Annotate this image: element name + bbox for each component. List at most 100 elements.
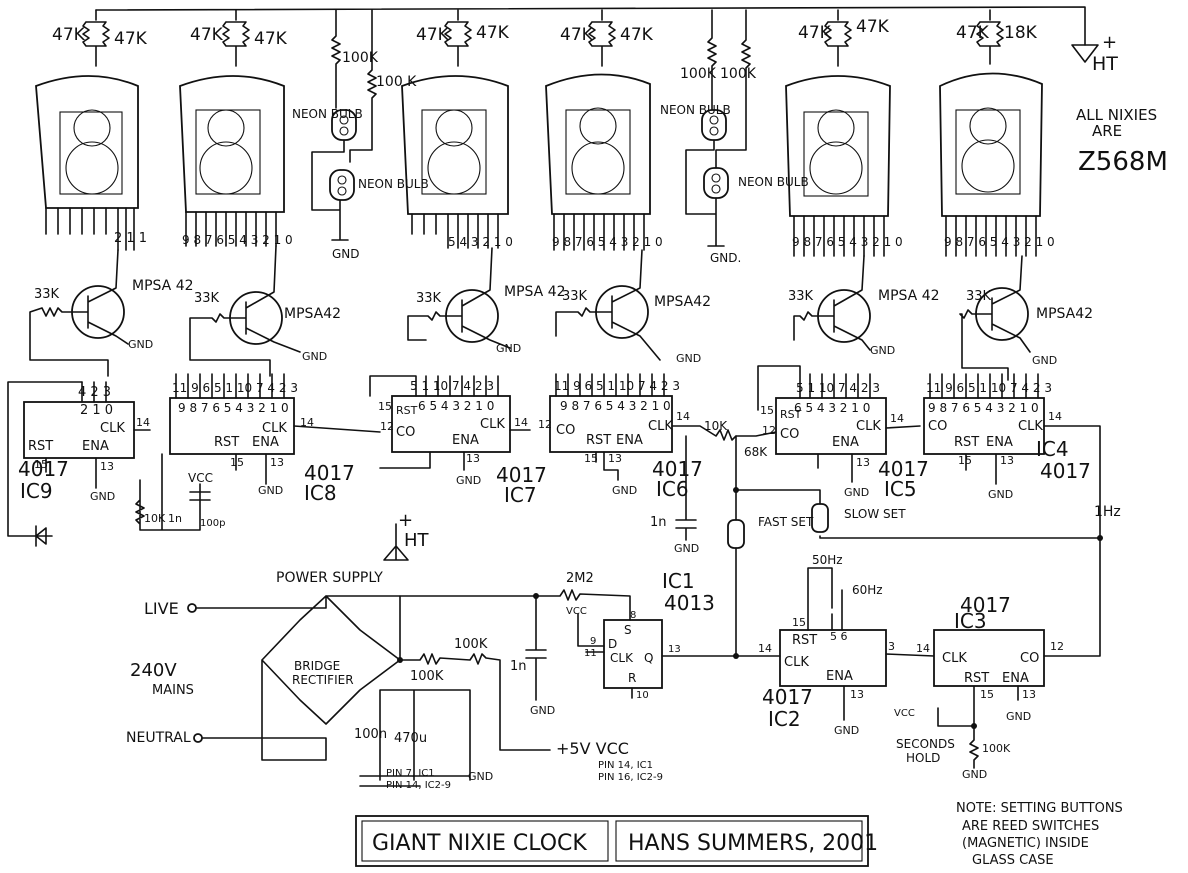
transistor3-gnd: GND — [496, 342, 521, 355]
ic7-p14: 14 — [514, 416, 528, 429]
fast-set-label: FAST SET — [758, 515, 814, 529]
ic2-type: 4017 — [762, 685, 813, 709]
tube5-pins: 9 8 7 6 5 4 3 2 1 0 — [792, 235, 903, 249]
ic1-4013: 2M2 1n GND VCC S D CLK Q R 8 9 11 13 10 … — [399, 569, 737, 717]
tube4-pins: 9 8 7 6 5 4 3 2 1 0 — [552, 235, 663, 249]
ic6-gnd: GND — [612, 484, 637, 497]
counter-ic6: 11 9 6 5 1 10 7 4 2 3 9 8 7 6 5 4 3 2 1 … — [538, 373, 777, 555]
ic6-p14: 14 — [676, 410, 690, 423]
transistor5-base: 33K — [788, 289, 814, 304]
transistor2-base: 33K — [194, 291, 220, 306]
ic3-type: 4017 — [960, 593, 1011, 617]
setting-note-3: (MAGNETIC) INSIDE — [962, 836, 1089, 851]
ic3-clk: CLK — [942, 651, 967, 666]
ic7-p13: 13 — [466, 452, 480, 465]
ic1-clk: CLK — [610, 651, 634, 665]
ic2-rst: RST — [792, 633, 817, 648]
ic3-4017: IC3 4017 CLK CO RST ENA 14 12 15 13 GND … — [894, 537, 1101, 781]
ic6-name: IC6 — [656, 477, 689, 501]
nixies-note-2: ARE — [1092, 122, 1122, 140]
ic8-vcc: VCC — [188, 471, 213, 485]
notes: ALL NIXIES ARE Z568M NOTE: SETTING BUTTO… — [956, 106, 1168, 868]
tube6-r1-label: 47K — [956, 23, 990, 43]
tube1-r1-label: 47K — [52, 25, 86, 45]
ic6-p15: 15 — [584, 452, 598, 465]
transistor2-name: MPSA42 — [284, 306, 341, 322]
ic2-clk: CLK — [784, 655, 809, 670]
ic1-q: Q — [644, 651, 653, 665]
ic4-name: IC4 — [1036, 437, 1069, 461]
ic8-gnd: GND — [258, 484, 283, 497]
ic4-gnd: GND — [988, 488, 1013, 501]
neon-left-r1: 100K — [342, 50, 379, 66]
tube2-r2-label: 47K — [254, 29, 288, 49]
setting-note-2: ARE REED SWITCHES — [962, 819, 1099, 834]
slow-set-label: SLOW SET — [844, 507, 906, 521]
counter-ic4: 11 9 6 5 1 10 7 4 2 3 9 8 7 6 5 4 3 2 1 … — [923, 373, 1101, 539]
tube4-r1-label: 47K — [560, 25, 594, 45]
ic8-c1n: 1n — [168, 512, 182, 525]
ic6-r10k: 10K — [704, 419, 728, 433]
ht-plus: + — [1102, 32, 1117, 53]
tube3-r1-label: 47K — [416, 25, 450, 45]
ic8-p14: 14 — [300, 416, 314, 429]
nixie-tube-5: 47K 47K 9 8 7 6 5 4 3 2 1 0 — [785, 9, 903, 257]
ic9-name: IC9 — [20, 479, 53, 503]
psu-c470: 470u — [394, 731, 427, 746]
one-hz-label: 1Hz — [1094, 504, 1121, 520]
ic8-name: IC8 — [304, 481, 337, 505]
neon-left-bulb1: NEON BULB — [292, 107, 363, 121]
transistor6-gnd: GND — [1032, 354, 1057, 367]
ic9-outs: 2 1 0 — [80, 403, 113, 418]
ic1-p13: 13 — [668, 644, 681, 655]
ic1-vcc: VCC — [566, 606, 587, 617]
ic6-outs: 9 8 7 6 5 4 3 2 1 0 — [560, 399, 671, 413]
transistor-5: 33K MPSA 42 GND — [788, 255, 940, 357]
ic3-ena: ENA — [1002, 671, 1029, 686]
ic2-f60: 60Hz — [852, 583, 883, 597]
counter-ic9: 4 2 3 2 1 0 RST ENA CLK 14 15 13 GND 401… — [7, 381, 151, 547]
neon-bulbs-right: 100K 100K NEON BULB NEON BULB GND. — [660, 9, 809, 265]
setting-note-4: GLASS CASE — [972, 853, 1054, 868]
mains-voltage: 240V — [130, 660, 177, 681]
neon-bulbs-left: 100K 100 K NEON BULB NEON BULB GND — [292, 9, 429, 261]
ic6-p12: 12 — [538, 418, 552, 431]
ic9-p15: 15 — [34, 458, 48, 471]
transistor6-base: 33K — [966, 289, 992, 304]
ic7-co: CO — [396, 425, 415, 440]
tube5-r2-label: 47K — [856, 17, 890, 37]
tube1-pins: 2 1 1 — [114, 231, 147, 246]
ic7-ena: ENA — [452, 433, 479, 448]
ic1-p10: 10 — [636, 690, 649, 701]
transistor1-base: 33K — [34, 287, 60, 302]
ic8-ena: ENA — [252, 435, 279, 450]
nixie-type: Z568M — [1078, 147, 1168, 177]
junctions — [397, 487, 1103, 729]
ic6-co: CO — [556, 423, 575, 438]
ic3-p14: 14 — [916, 642, 930, 655]
ic4-ena: ENA — [986, 435, 1013, 450]
tube6-pins: 9 8 7 6 5 4 3 2 1 0 — [944, 235, 1055, 249]
ic1-p11: 11 — [584, 648, 597, 659]
neon-left-bulb2: NEON BULB — [358, 177, 429, 191]
ic2-p15: 15 — [792, 616, 806, 629]
transistor1-name: MPSA 42 — [132, 278, 194, 294]
psu-pin14: PIN 14, IC2-9 — [386, 780, 451, 791]
transistor-1: 33K MPSA 42 GND — [29, 249, 194, 377]
psu-vcc-out: +5V VCC — [556, 739, 629, 758]
transistor1-gnd: GND — [128, 338, 153, 351]
tube5-r1-label: 47K — [798, 23, 832, 43]
tube1-r2-label: 47K — [114, 29, 148, 49]
neon-right-bulb2: NEON BULB — [738, 175, 809, 189]
transistor6-name: MPSA42 — [1036, 306, 1093, 322]
ic2-f50: 50Hz — [812, 553, 843, 567]
ic9-rst: RST — [28, 439, 53, 454]
ic5-ena: ENA — [832, 435, 859, 450]
ic8-outs: 9 8 7 6 5 4 3 2 1 0 — [178, 401, 289, 415]
tube4-r2-label: 47K — [620, 25, 654, 45]
psu-pin14b: PIN 14, IC1 — [598, 760, 653, 771]
ic3-rst: RST — [964, 671, 989, 686]
ic6-pins: 11 9 6 5 1 10 7 4 2 3 — [554, 379, 680, 393]
transistor2-gnd: GND — [302, 350, 327, 363]
